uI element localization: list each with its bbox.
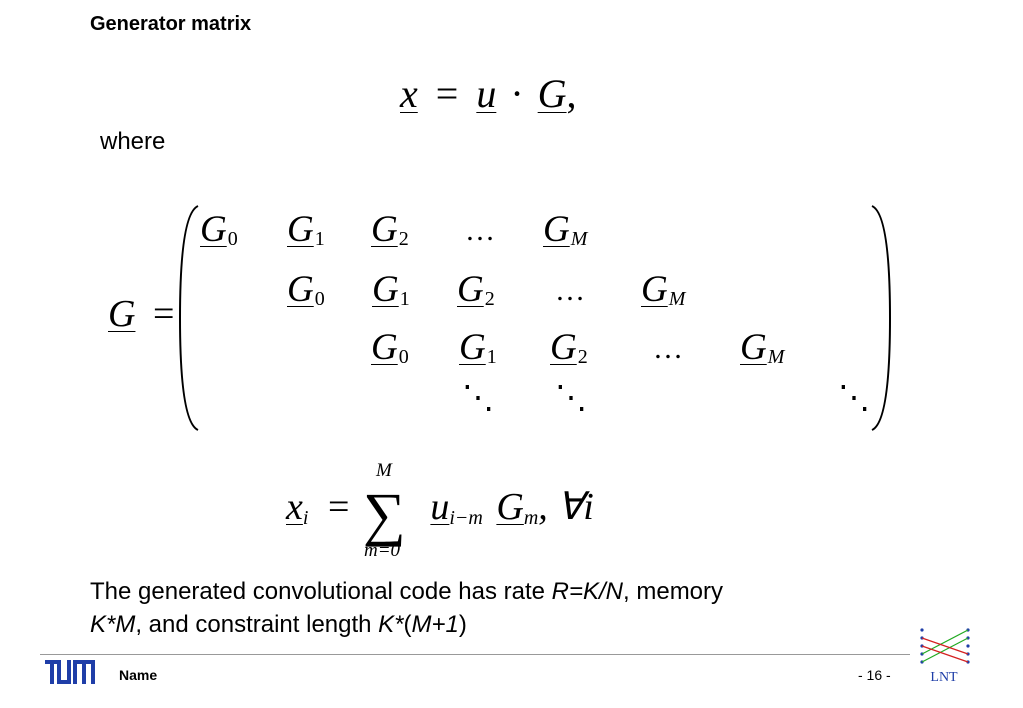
sum-upper-limit: M (376, 460, 392, 481)
eq-comma: , (566, 71, 577, 116)
where-label: where (100, 128, 166, 155)
para-text: The generated convolutional code has rat… (90, 578, 552, 605)
equation-codeword: x = u · G, (400, 70, 577, 117)
matrix-cell: GM (641, 269, 686, 310)
matrix-lhs-G: G (108, 293, 136, 335)
left-paren (178, 205, 199, 431)
sum-var-G: G (496, 486, 524, 528)
sum-var-u: u (430, 486, 450, 528)
matrix-cell: G1 (287, 209, 325, 250)
sum-u-sub: i−m (449, 507, 483, 529)
sum-sigma: ∑ (363, 481, 406, 547)
para-text: , and constraint length (135, 611, 379, 638)
matrix-brackets (178, 205, 892, 431)
sum-equals: = (327, 486, 350, 528)
lnt-logo-text: LNT (930, 670, 958, 685)
matrix-lhs-equals: = (152, 293, 175, 335)
para-text: , memory (623, 578, 724, 605)
eq-var-u: u (476, 71, 497, 116)
para-cl: M+1 (411, 611, 459, 638)
eq-equals: = (435, 71, 459, 116)
matrix-cell: G1 (459, 327, 497, 368)
matrix-ellipsis: … (653, 332, 683, 365)
matrix-ddots: ⋱ (462, 378, 494, 416)
tum-logo (45, 660, 95, 684)
eq-var-x: x (400, 71, 418, 116)
matrix-cell: G2 (550, 327, 588, 368)
page-number: - 16 - (858, 667, 891, 683)
lnt-logo: LNT (920, 628, 970, 685)
slide-title: Generator matrix (90, 13, 252, 35)
matrix-cell: G0 (371, 327, 409, 368)
matrix-ellipsis: … (465, 214, 495, 247)
sum-var-x: x (286, 486, 303, 528)
matrix-ddots: ⋱ (838, 378, 870, 416)
para-rate: R=K/N (551, 578, 624, 605)
rate-paragraph: The generated convolutional code has rat… (90, 578, 724, 638)
matrix-ellipsis: … (555, 274, 585, 307)
sum-lower-limit: m=0 (364, 540, 401, 561)
matrix-cell: G0 (200, 209, 238, 250)
right-paren (871, 205, 892, 431)
para-memory: K*M (90, 611, 136, 638)
eq-var-G: G (537, 71, 567, 116)
matrix-lhs: G = (108, 292, 174, 336)
sum-G-sub: m (523, 507, 539, 529)
sum-tail: , ∀i (538, 486, 594, 528)
matrix-cell: GM (543, 209, 588, 250)
matrix-cell: G0 (287, 269, 325, 310)
para-cl: K* (378, 611, 404, 638)
matrix-cell: G1 (372, 269, 410, 310)
equation-sum: xi = ui−m Gm, ∀i (286, 484, 594, 530)
eq-dot: · (510, 71, 524, 116)
matrix-ddots: ⋱ (555, 378, 587, 416)
matrix-cell: GM (740, 327, 785, 368)
matrix-cell: G2 (457, 269, 495, 310)
footer-name: Name (119, 667, 158, 683)
matrix-cell: G2 (371, 209, 409, 250)
sum-x-sub: i (302, 507, 309, 529)
footer-divider (40, 654, 910, 655)
